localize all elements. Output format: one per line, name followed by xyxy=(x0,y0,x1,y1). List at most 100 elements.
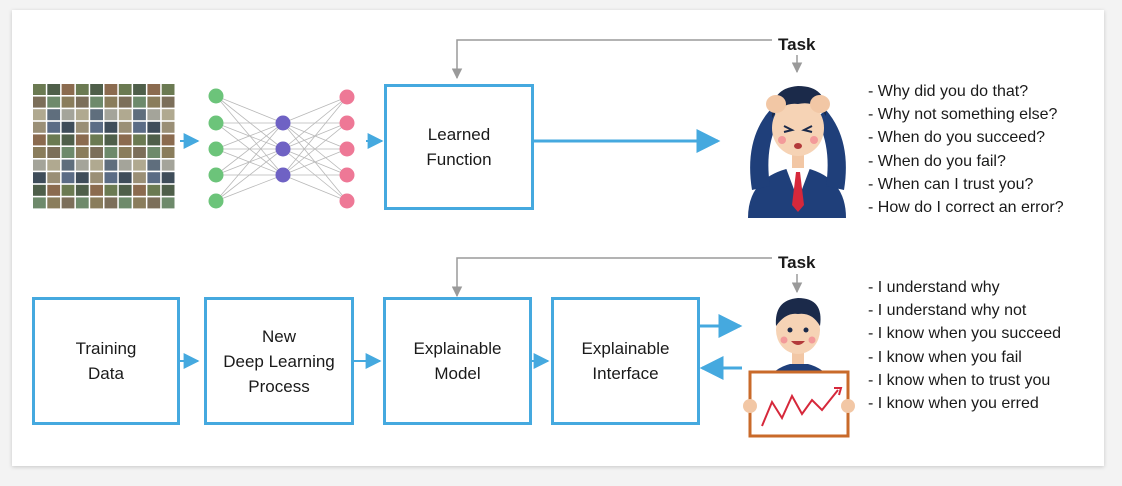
image-thumbnail xyxy=(75,147,89,158)
image-thumbnail xyxy=(104,172,118,184)
task-label-top: Task xyxy=(778,35,816,54)
network-edge xyxy=(282,122,348,176)
image-thumbnail xyxy=(47,96,61,108)
deep-learning-process-box: New Deep Learning Process xyxy=(204,297,354,425)
image-thumbnail xyxy=(161,147,175,158)
image-thumbnail xyxy=(33,159,46,171)
image-thumbnail xyxy=(147,197,161,209)
confused-person-icon xyxy=(748,86,846,218)
image-thumbnail xyxy=(147,96,161,108)
image-thumbnail xyxy=(61,159,75,171)
image-thumbnail xyxy=(90,134,103,146)
image-thumbnail xyxy=(118,172,132,184)
statement-item: - I know when to trust you xyxy=(868,371,1051,389)
image-thumbnail xyxy=(61,96,75,108)
image-thumbnail xyxy=(161,197,175,209)
image-thumbnail xyxy=(47,147,61,158)
user-statements-list: - I understand why - I understand why no… xyxy=(868,276,1061,415)
output-node xyxy=(339,89,355,105)
input-node xyxy=(208,115,224,131)
task-label-bottom: Task xyxy=(778,253,816,272)
image-thumbnail xyxy=(75,172,89,184)
image-thumbnail xyxy=(75,96,89,108)
question-item: - When do you fail? xyxy=(868,152,1006,170)
image-thumbnail xyxy=(75,184,89,196)
image-thumbnail xyxy=(161,134,175,146)
image-thumbnail xyxy=(147,184,161,196)
image-thumbnail xyxy=(118,96,132,108)
image-thumbnail xyxy=(147,134,161,146)
image-thumbnail xyxy=(104,109,118,121)
image-thumbnail xyxy=(75,197,89,209)
task-feedback-arrow-top xyxy=(451,39,772,80)
image-thumbnail xyxy=(90,121,103,133)
statement-item: - I understand why xyxy=(868,279,1000,296)
image-thumbnail xyxy=(133,197,146,209)
image-thumbnail xyxy=(75,134,89,146)
image-thumbnail xyxy=(118,121,132,133)
image-thumbnail xyxy=(118,159,132,171)
image-thumbnail xyxy=(161,121,175,133)
statement-item: - I understand why not xyxy=(868,302,1027,320)
explainable-interface-box: Explainable Interface xyxy=(551,297,700,425)
user-questions-list: - Why did you do that? - Why not somethi… xyxy=(868,80,1064,219)
image-thumbnail xyxy=(118,147,132,158)
image-thumbnail xyxy=(33,147,46,158)
image-thumbnail xyxy=(118,109,132,121)
image-thumbnail xyxy=(90,109,103,121)
image-thumbnail xyxy=(61,184,75,196)
image-thumbnail xyxy=(33,84,46,95)
network-edge xyxy=(215,95,284,150)
explainable-model-box: Explainable Model xyxy=(383,297,532,425)
neural-network-icon xyxy=(208,88,355,209)
image-thumbnail xyxy=(133,134,146,146)
image-thumbnail xyxy=(75,121,89,133)
question-item: - Why not something else? xyxy=(868,106,1058,124)
question-item: - When do you succeed? xyxy=(868,129,1045,147)
image-thumbnail xyxy=(104,184,118,196)
image-thumbnail xyxy=(61,147,75,158)
output-node xyxy=(339,193,355,209)
network-edge xyxy=(282,174,348,202)
image-thumbnail xyxy=(47,197,61,209)
image-thumbnail xyxy=(118,184,132,196)
image-thumbnail xyxy=(161,159,175,171)
image-thumbnail xyxy=(104,159,118,171)
image-thumbnail xyxy=(90,172,103,184)
image-thumbnail xyxy=(33,184,46,196)
image-thumbnail xyxy=(47,172,61,184)
question-item: - When can I trust you? xyxy=(868,175,1034,193)
image-thumbnail xyxy=(104,84,118,95)
image-thumbnail xyxy=(133,121,146,133)
image-thumbnail xyxy=(133,172,146,184)
network-edge xyxy=(215,95,284,124)
network-edge xyxy=(282,96,348,176)
image-thumbnail xyxy=(75,159,89,171)
image-thumbnail xyxy=(75,84,89,95)
image-thumbnail xyxy=(33,109,46,121)
image-thumbnail xyxy=(61,172,75,184)
image-thumbnail xyxy=(147,84,161,95)
image-thumbnail xyxy=(90,147,103,158)
image-thumbnail xyxy=(118,197,132,209)
image-thumbnail xyxy=(90,159,103,171)
image-thumbnail xyxy=(133,184,146,196)
question-item: - How do I correct an error? xyxy=(868,199,1064,217)
network-edge xyxy=(282,96,348,150)
image-thumbnail xyxy=(33,134,46,146)
network-edge xyxy=(282,96,348,124)
image-thumbnail xyxy=(90,197,103,209)
image-thumbnail xyxy=(90,184,103,196)
image-thumbnail xyxy=(104,96,118,108)
image-thumbnail xyxy=(61,84,75,95)
image-thumbnail xyxy=(33,172,46,184)
image-thumbnail xyxy=(104,121,118,133)
training-data-box: Training Data xyxy=(32,297,180,425)
output-node xyxy=(339,167,355,183)
output-node xyxy=(339,141,355,157)
image-thumbnail xyxy=(133,159,146,171)
image-thumbnail xyxy=(147,147,161,158)
image-thumbnail xyxy=(47,184,61,196)
image-thumbnail xyxy=(47,121,61,133)
